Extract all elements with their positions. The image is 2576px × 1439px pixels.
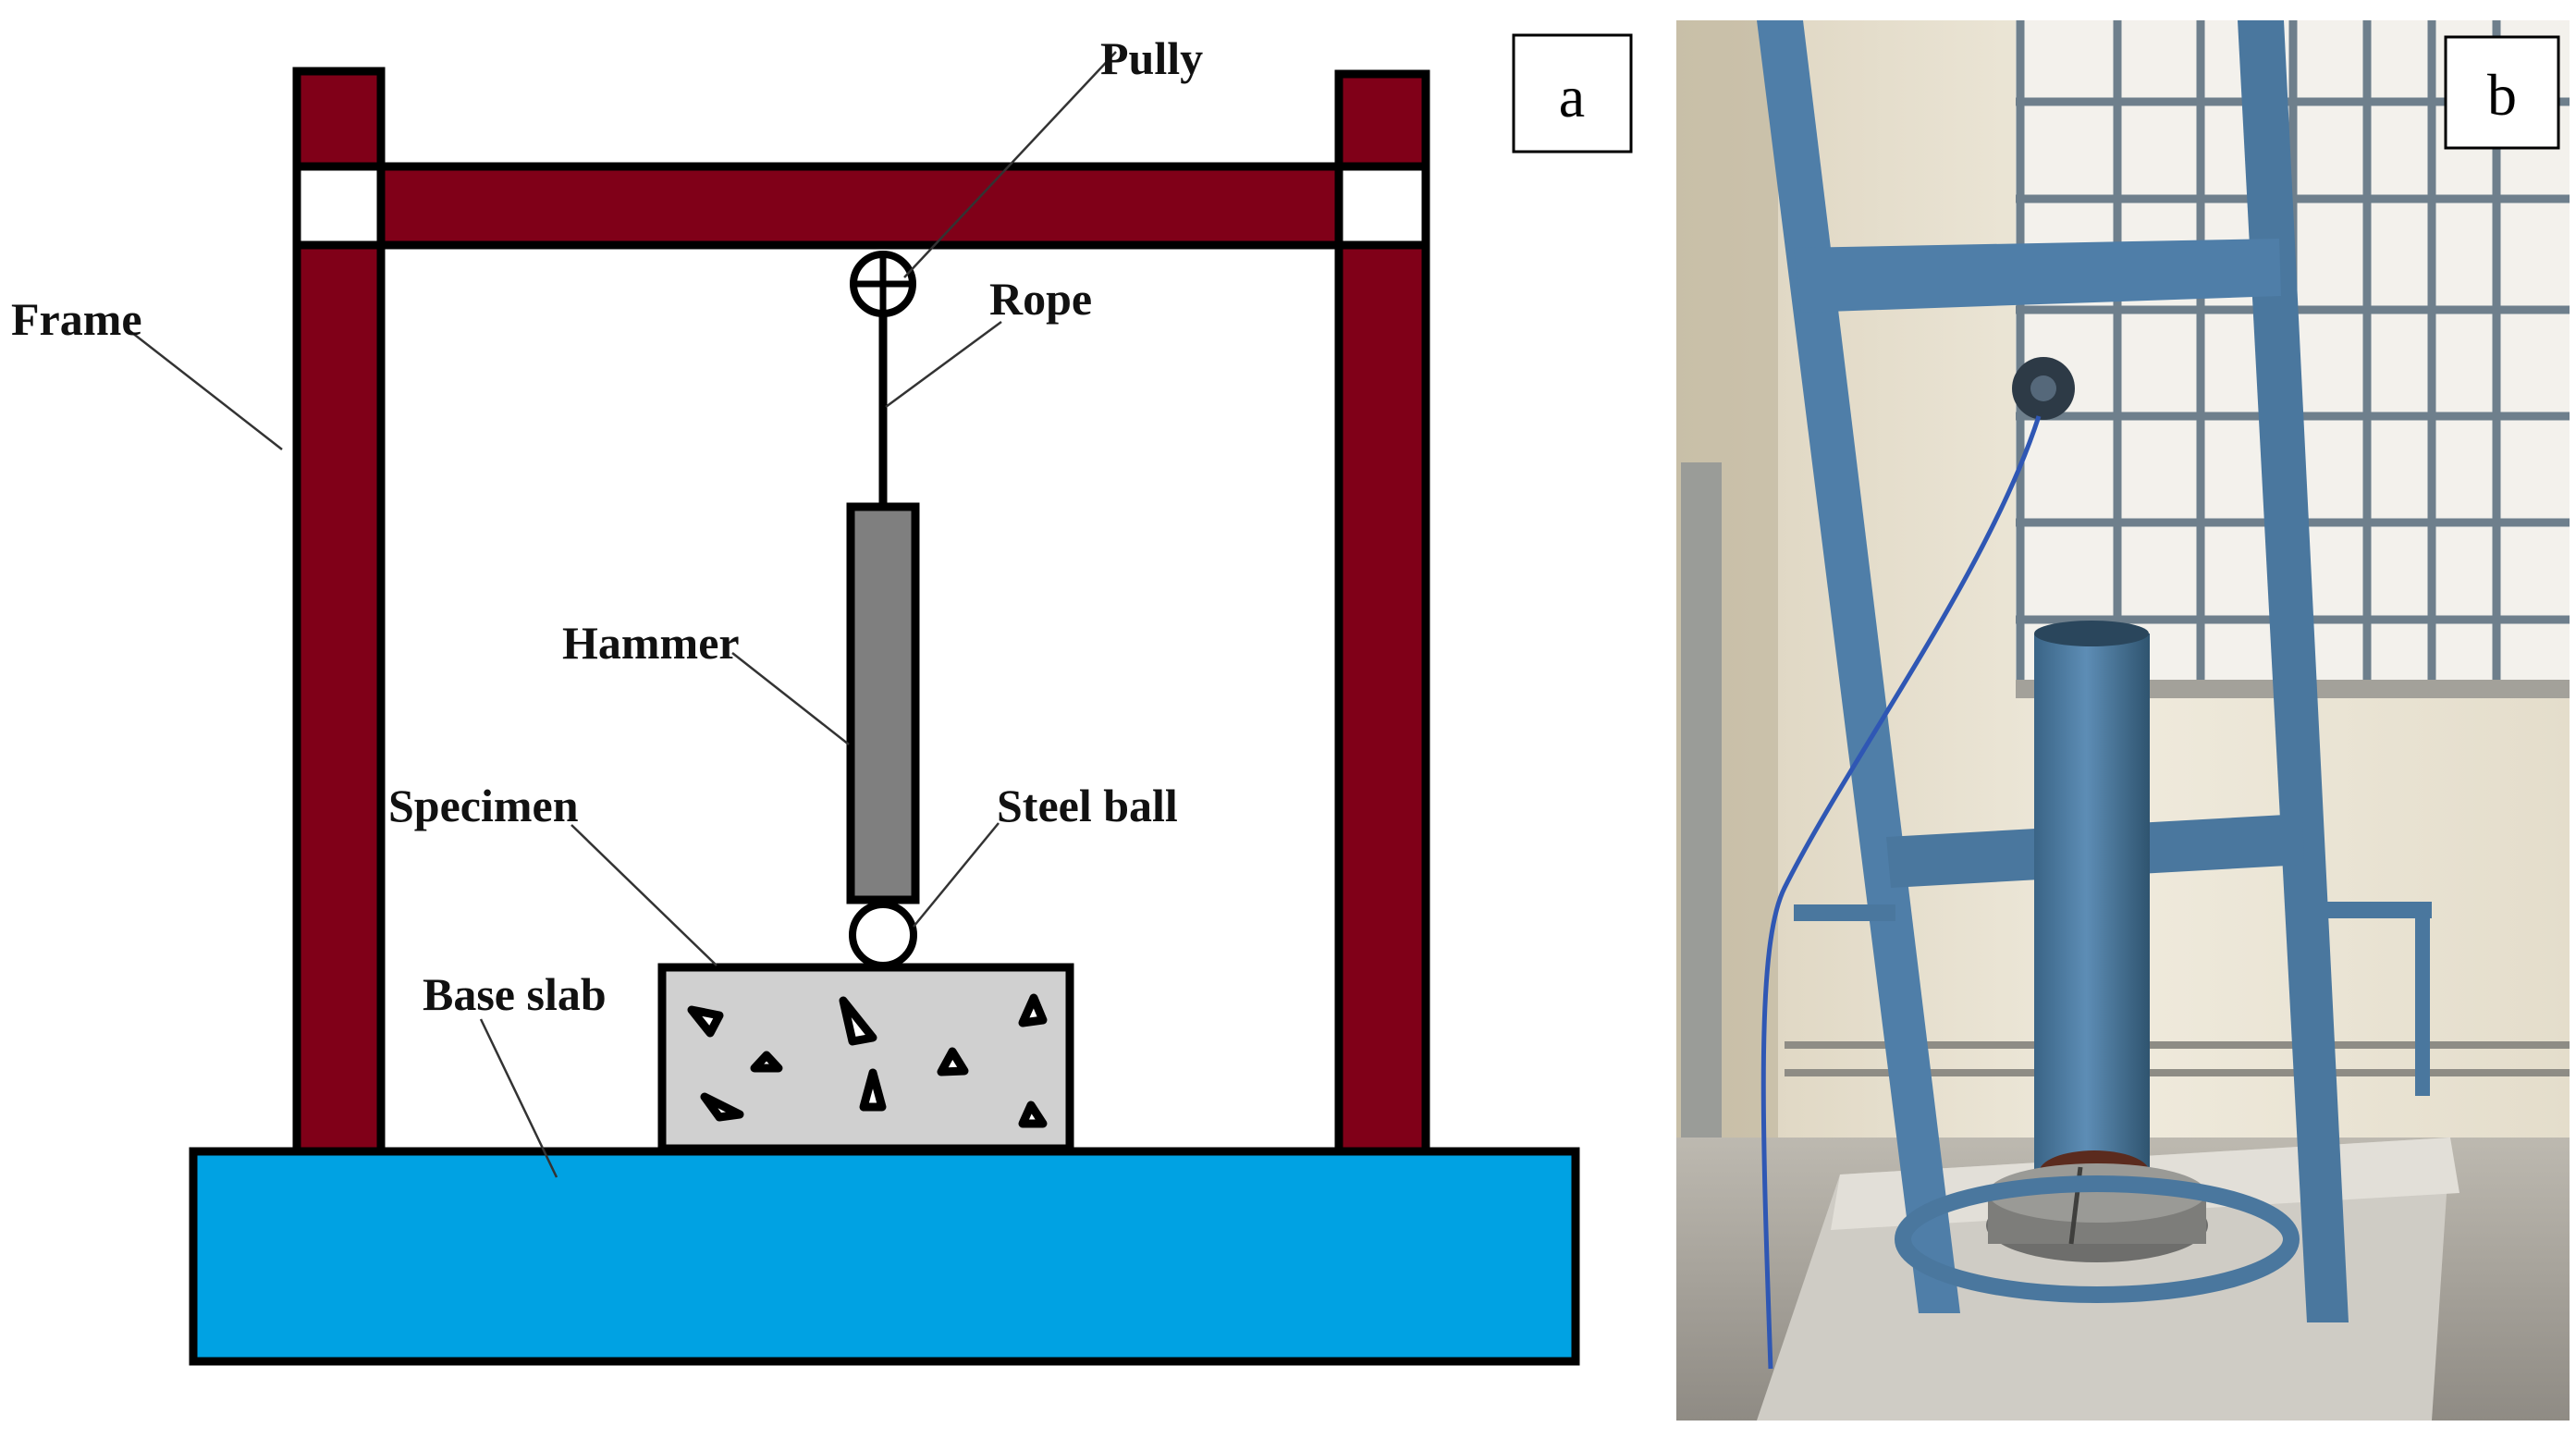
- steel-ball-label: Steel ball: [997, 780, 1178, 831]
- hammer: [846, 502, 920, 904]
- panel-a-letter-box: [1512, 33, 1633, 154]
- frame-right-column: [1334, 69, 1430, 1156]
- photo-base-ring: [1895, 1175, 2300, 1303]
- panel-a-schematic: Pully Rope Frame Hammer Steel ball Speci…: [11, 32, 1633, 1366]
- photo-rope: [1760, 415, 2042, 1370]
- frame-label: Frame: [11, 293, 142, 345]
- steel-ball: [849, 901, 917, 969]
- hammer-label: Hammer: [562, 617, 740, 669]
- pully-leader: [903, 51, 1117, 278]
- photo-guide-tube: [2034, 633, 2150, 1175]
- frame-joint-left: [292, 162, 386, 250]
- photo-frame-left-column: [1757, 20, 1960, 1313]
- specimen-leader: [570, 824, 718, 966]
- steel-ball-leader: [913, 822, 1000, 928]
- base-slab-label: Base slab: [423, 968, 607, 1020]
- hammer-leader: [731, 652, 850, 745]
- photo-pulley: [2012, 357, 2075, 420]
- panel-b-letter: b: [2487, 62, 2517, 128]
- pulley: [850, 251, 916, 317]
- rope-leader: [885, 320, 1002, 409]
- rope-label: Rope: [989, 273, 1092, 325]
- frame-joint-right: [1334, 162, 1430, 250]
- specimen-label: Specimen: [388, 780, 579, 831]
- specimen-aggregates: [687, 993, 1048, 1128]
- photo-frame-side-arms: [1794, 902, 2432, 1096]
- photo-frame-right-column: [2238, 20, 2349, 1322]
- photo-frame-top-beam: [1794, 239, 2281, 313]
- panel-b-letter-box: [2444, 35, 2560, 150]
- specimen: [657, 963, 1074, 1153]
- panel-b-photo: [1676, 20, 2570, 1421]
- base-slab-leader: [479, 1018, 558, 1178]
- panel-a-letter: a: [1559, 64, 1585, 129]
- base-slab: [189, 1147, 1580, 1366]
- frame-left-column: [292, 67, 386, 1156]
- pully-label: Pully: [1100, 32, 1203, 84]
- frame-leader: [127, 328, 283, 450]
- frame-top-beam: [376, 162, 1343, 250]
